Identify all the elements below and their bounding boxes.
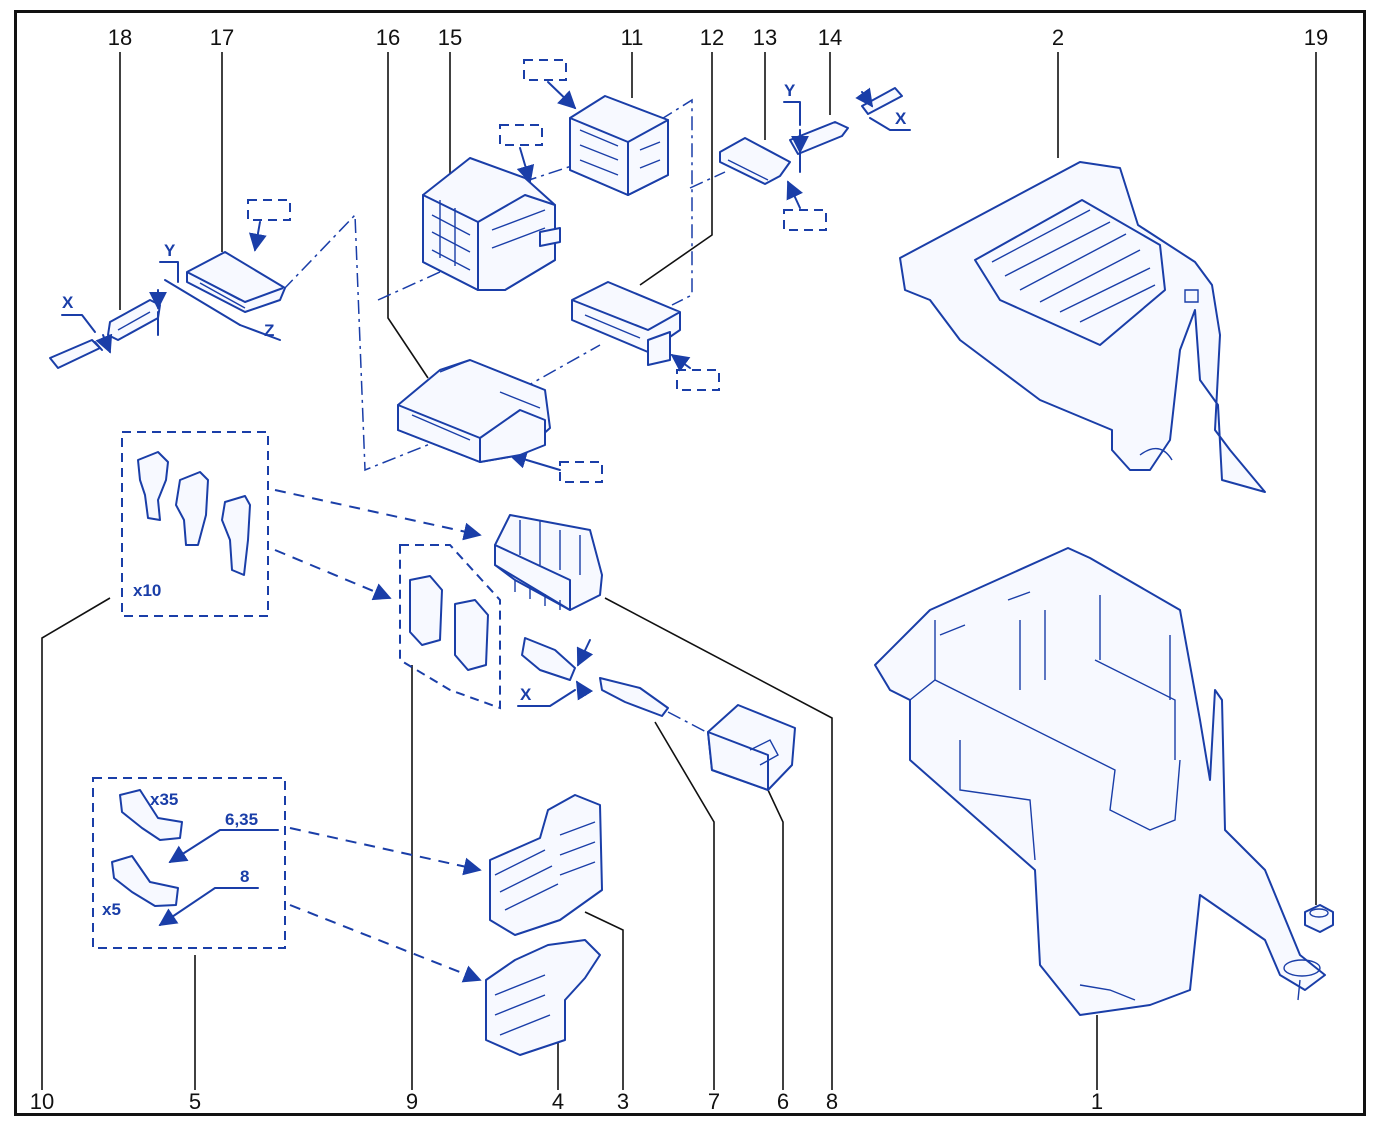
terminal-14 [783,87,911,173]
dimension-z-17: Z [264,321,274,340]
part-label-8: 8 [826,1089,838,1114]
part-label-18: 18 [108,25,132,50]
quantity-x35: x35 [150,790,178,809]
leader-lines [41,52,1317,1090]
part-label-16: 16 [376,25,400,50]
terminal-size-6-35: 6,35 [225,810,258,829]
nut-19 [1297,904,1334,1001]
reference-tags [247,59,827,483]
fuse-box-3 [489,794,603,936]
part-label-2: 2 [1052,25,1064,50]
part-label-4: 4 [552,1089,564,1114]
dashed-reference-boxes [92,431,501,983]
box-body-1 [874,547,1326,1016]
dimension-y-18: Y [164,241,176,260]
dimension-x-14: X [895,109,907,128]
dimension-y-14: Y [784,81,796,100]
connector-13 [719,137,791,185]
part-label-15: 15 [438,25,462,50]
quantity-x5: x5 [102,900,121,919]
dimension-x-7: X [520,685,532,704]
part-label-13: 13 [753,25,777,50]
part-label-19: 19 [1304,25,1328,50]
part-label-17: 17 [210,25,234,50]
terminal-size-8: 8 [240,867,249,886]
part-label-9: 9 [406,1089,418,1114]
connector-11 [569,95,669,196]
quantity-x10: x10 [133,581,161,600]
lid-2 [899,161,1266,493]
connector-17 [186,251,286,313]
housing-16 [397,359,551,463]
dimension-letters: X Y Z Y X [62,81,907,340]
part-label-7: 7 [708,1089,720,1114]
part-label-14: 14 [818,25,842,50]
part-label-5: 5 [189,1089,201,1114]
terminal-kit-5: x35 x5 6,35 8 [102,789,279,927]
fuse-box-4 [485,939,601,1056]
fuse-block-8 [494,514,603,611]
housing-15 [422,157,561,291]
part-label-10: 10 [30,1089,54,1114]
terminal-18 [49,261,281,369]
terminals-9 [409,575,489,671]
part-label-3: 3 [617,1089,629,1114]
part-number-labels: 18 17 16 15 11 12 13 14 2 19 10 5 9 4 3 … [30,25,1328,1114]
part-label-12: 12 [700,25,724,50]
terminal-kit-box-5 [92,777,286,949]
part-label-11: 11 [621,25,644,50]
relay-6 [707,704,796,791]
dimension-x-18: X [62,293,74,312]
connector-12 [571,281,681,366]
terminal-kit-box-9 [399,544,501,710]
terminal-7: X [517,637,669,717]
terminal-kit-10: x10 [133,451,251,600]
part-label-6: 6 [777,1089,789,1114]
part-label-1: 1 [1091,1089,1103,1114]
